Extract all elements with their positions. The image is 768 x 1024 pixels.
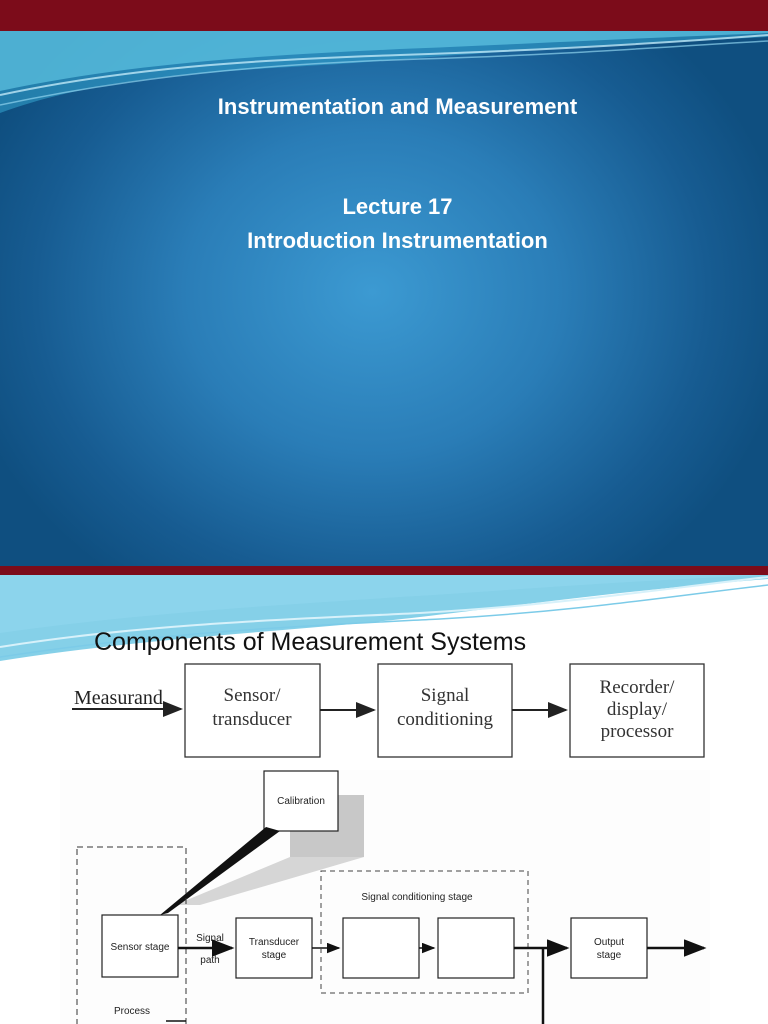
recorder-block-line2: display/	[607, 699, 668, 720]
calibration-shadow-wedge	[175, 857, 364, 905]
measurand-label: Measurand	[74, 687, 163, 709]
diagram-background	[60, 770, 710, 1024]
signal-path-line2: path	[200, 955, 219, 966]
sensor-block-line2: transducer	[212, 709, 292, 730]
transducer-stage-box	[235, 917, 313, 979]
conditioning-block-line2: conditioning	[397, 709, 494, 730]
conditioning-box-2	[437, 917, 515, 979]
process-label: Process	[114, 1006, 150, 1017]
conditioning-boundary	[320, 870, 529, 994]
conditioning-box-1	[342, 917, 420, 979]
recorder-block-line1: Recorder/	[600, 677, 676, 698]
sensor-stage-box	[101, 914, 179, 978]
signal-path-line1: Signal	[196, 933, 224, 944]
output-stage-line2: stage	[597, 950, 622, 961]
sensor-block	[184, 663, 321, 758]
lecture-topic: Introduction Instrumentation	[247, 228, 548, 253]
output-stage-line1: Output	[594, 937, 624, 948]
sensor-stage-label: Sensor stage	[111, 942, 170, 953]
signal-conditioning-stage-label: Signal conditioning stage	[361, 892, 473, 903]
sensor-block-line1: Sensor/	[224, 685, 282, 706]
conditioning-block-line1: Signal	[421, 685, 470, 706]
transducer-stage-line2: stage	[262, 950, 287, 961]
title-slide: Instrumentation and Measurement Lecture …	[0, 0, 768, 566]
recorder-block	[569, 663, 705, 758]
course-title: Instrumentation and Measurement	[217, 94, 578, 119]
slide-heading: Components of Measurement Systems	[94, 628, 527, 656]
calibration-box	[263, 770, 339, 832]
recorder-block-line3: processor	[601, 721, 674, 742]
wave-decoration	[0, 31, 768, 113]
block-diagram: Measurand Sensor/ transducer Signal cond…	[72, 663, 705, 758]
transducer-stage-line1: Transducer	[249, 937, 300, 948]
calibration-wedge	[160, 827, 280, 915]
slide-divider-bar	[0, 566, 768, 575]
components-slide: Components of Measurement Systems Measur…	[0, 575, 768, 1024]
stage-diagram: Calibration Sensor stage Signal path Tra…	[60, 770, 710, 1024]
output-stage-box	[570, 917, 648, 979]
calibration-label: Calibration	[277, 796, 325, 807]
sensor-boundary	[76, 846, 187, 1024]
lecture-number: Lecture 17	[342, 194, 453, 219]
slide-top-bar	[0, 0, 768, 31]
wave-decoration	[0, 575, 768, 661]
